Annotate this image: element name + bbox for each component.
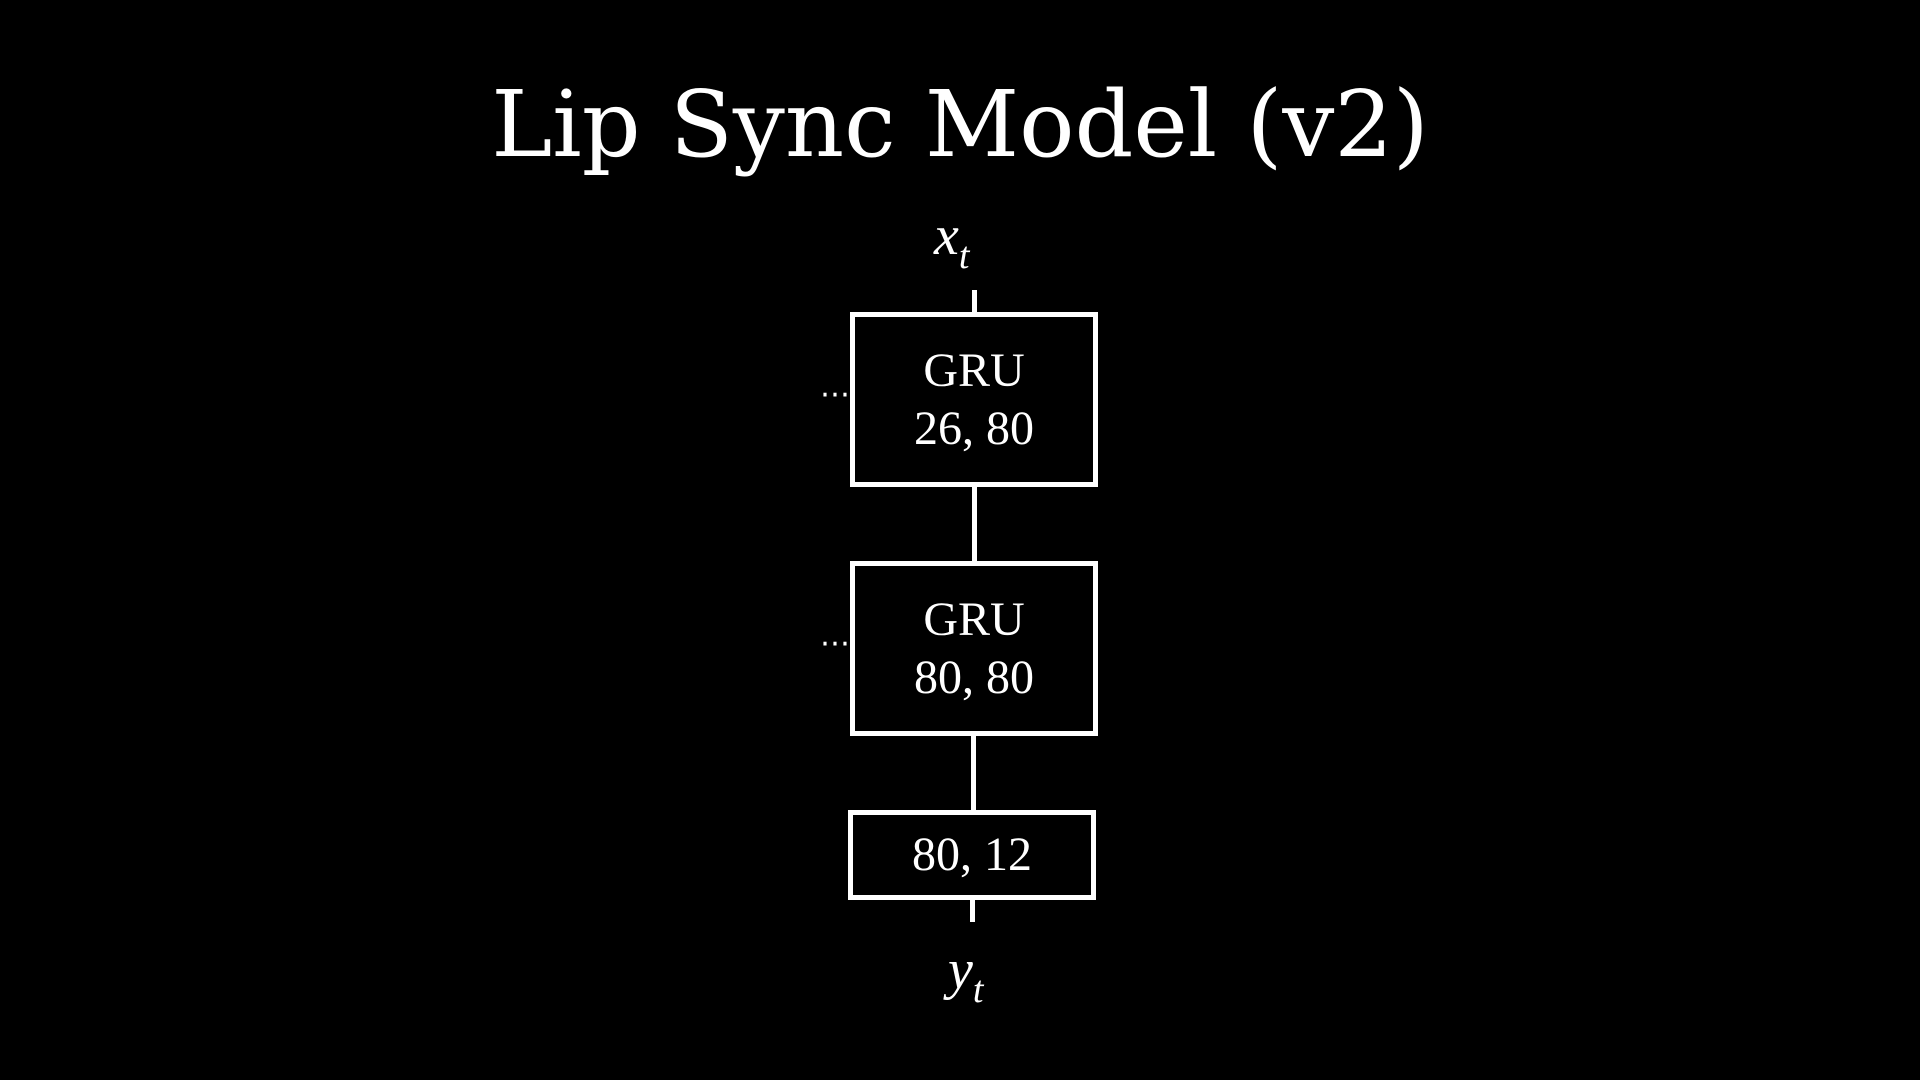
- connector-dense-to-output: [970, 898, 975, 922]
- output-subscript: t: [972, 969, 984, 1011]
- gru-layer-1-box: GRU 26, 80: [850, 312, 1098, 487]
- gru1-recurrent-marker: ⋯: [820, 377, 850, 412]
- page-title: Lip Sync Model (v2): [491, 71, 1429, 178]
- connector-gru2-to-dense: [971, 734, 976, 812]
- input-symbol: x: [934, 205, 959, 267]
- connector-input-to-gru1: [972, 290, 977, 314]
- gru-layer-1-type: GRU: [923, 343, 1025, 397]
- gru2-recurrent-marker: ⋯: [820, 626, 850, 661]
- gru-layer-2-box: GRU 80, 80: [850, 561, 1098, 736]
- input-label: xt: [934, 206, 969, 286]
- output-symbol: y: [948, 939, 973, 1001]
- gru-layer-2-type: GRU: [923, 592, 1025, 646]
- gru-layer-1-dims: 26, 80: [914, 401, 1034, 455]
- connector-gru1-to-gru2: [972, 485, 977, 563]
- output-label: yt: [948, 940, 983, 1020]
- dense-layer-dims: 80, 12: [912, 828, 1032, 881]
- input-subscript: t: [958, 235, 970, 277]
- dense-layer-box: 80, 12: [848, 810, 1096, 900]
- gru-layer-2-dims: 80, 80: [914, 650, 1034, 704]
